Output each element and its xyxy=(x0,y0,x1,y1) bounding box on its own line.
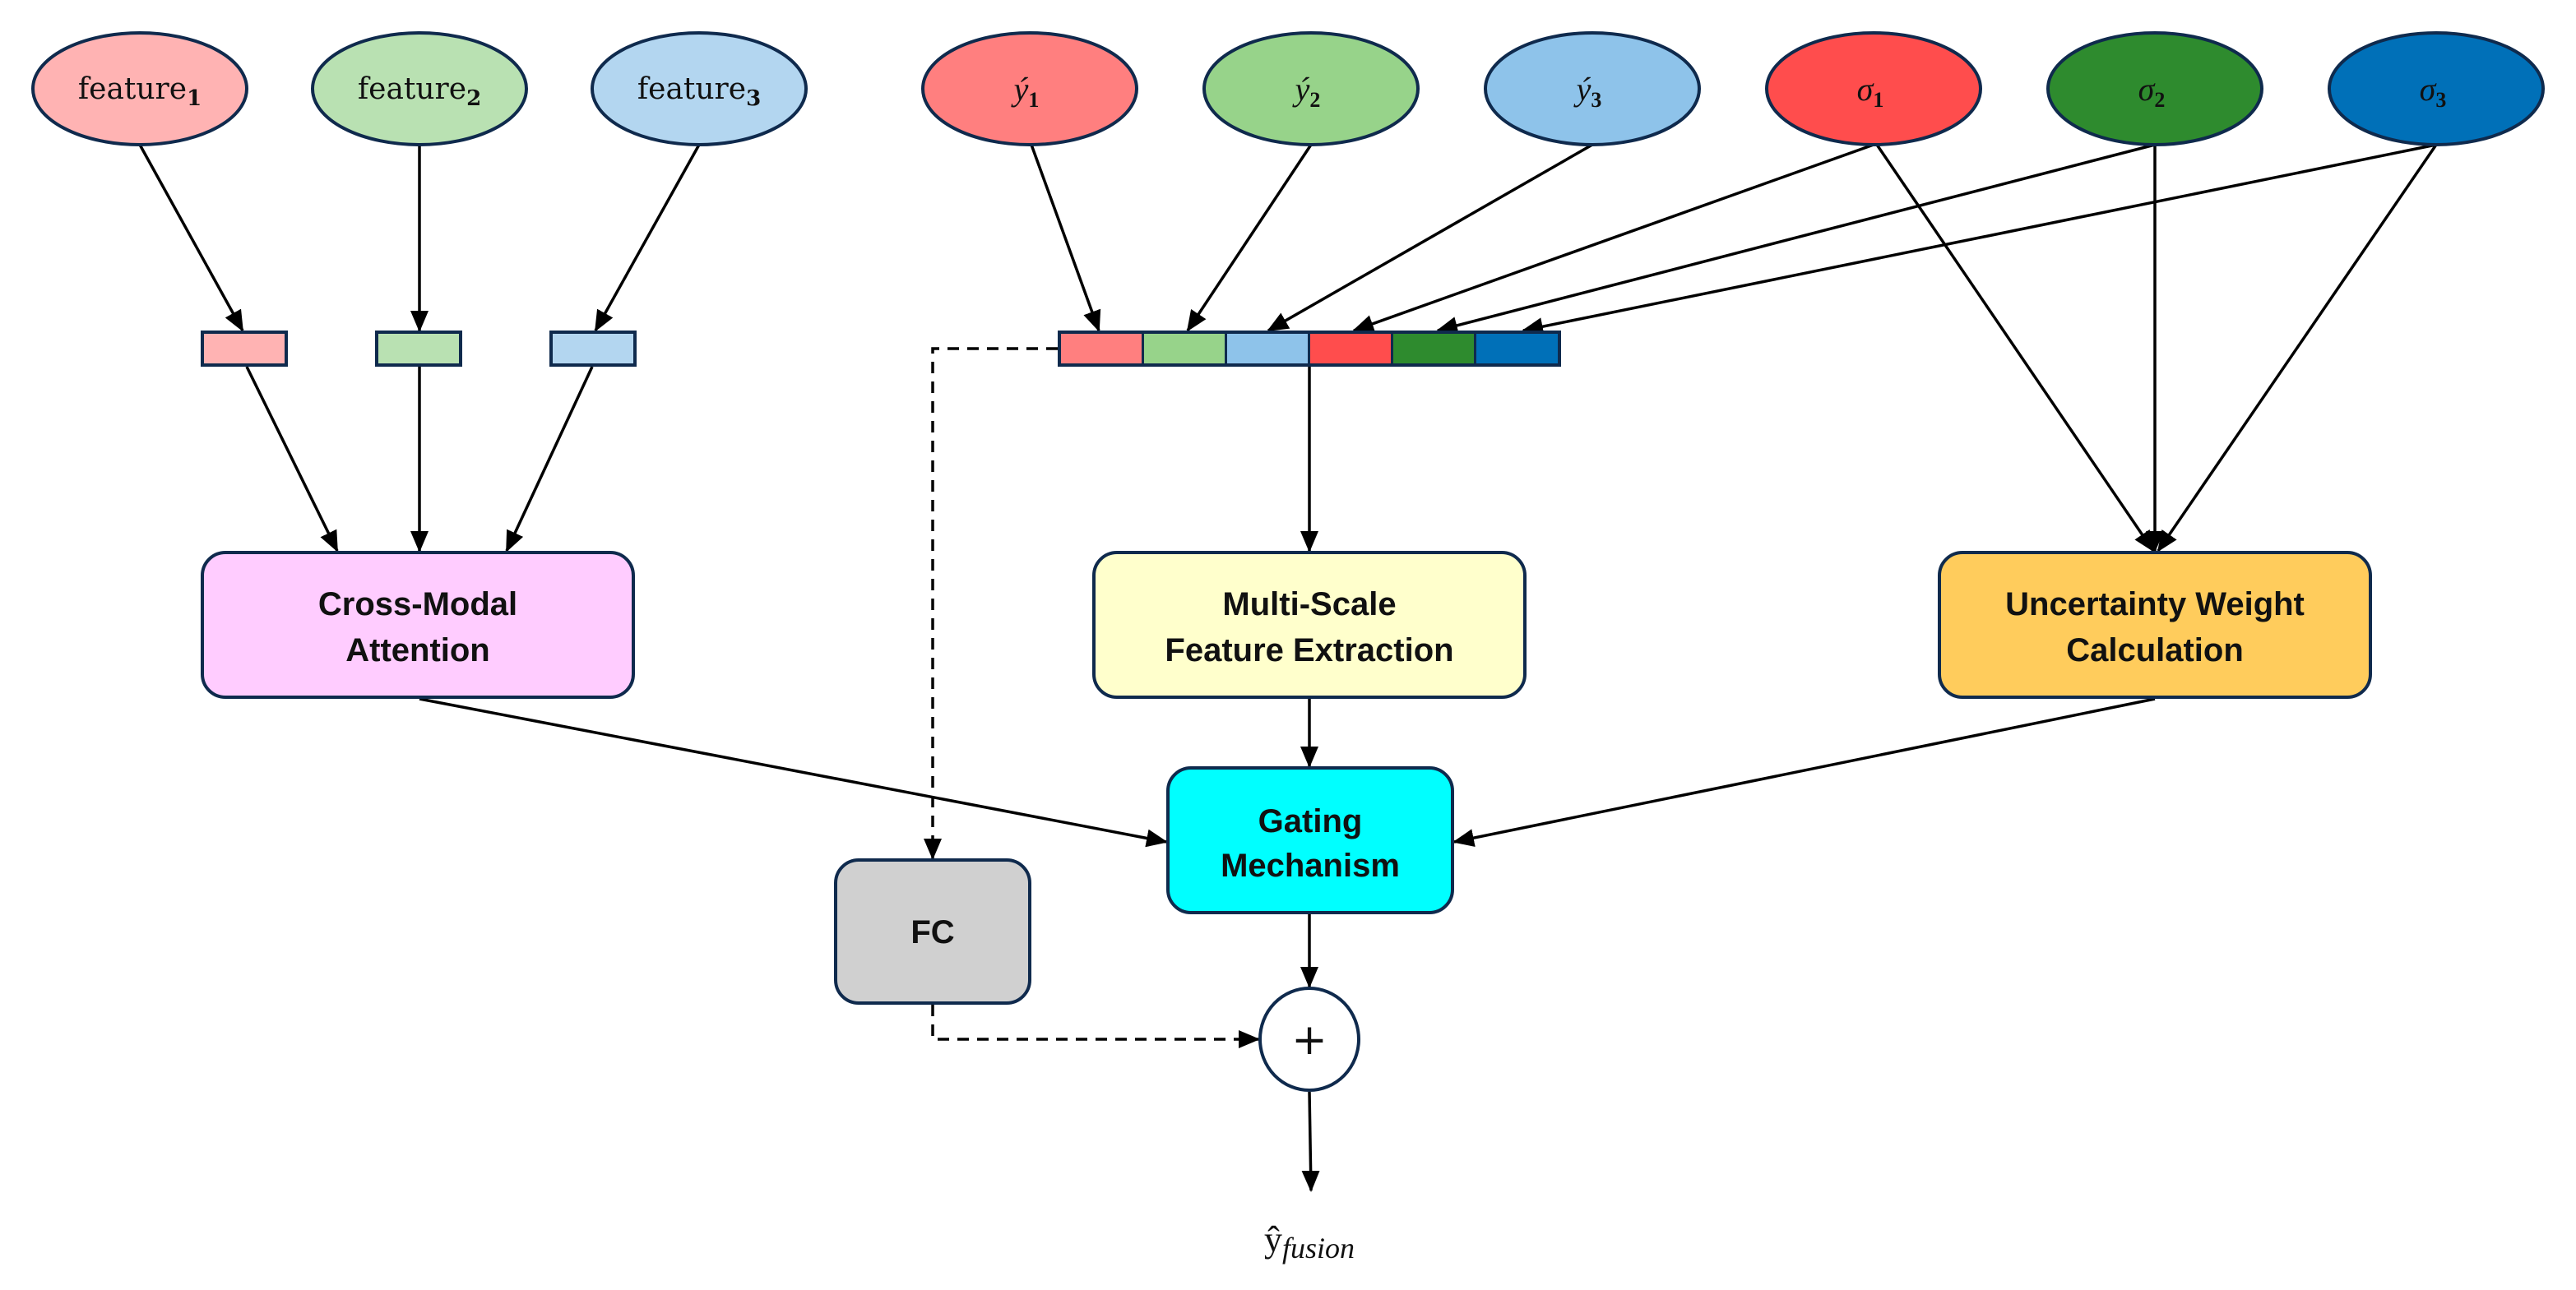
fc-label: FC xyxy=(910,914,954,950)
edge-token3-crossmodal xyxy=(505,366,594,553)
uncertainty-inputs: σ1 σ2 σ3 xyxy=(1765,31,2545,146)
edge-sum-output xyxy=(1301,1091,1320,1192)
feature-token-3 xyxy=(549,331,637,367)
gating-box xyxy=(1166,766,1454,914)
feature-inputs: feature1 feature2 feature3 xyxy=(31,31,808,146)
multi-scale-feature-module[interactable]: Multi-Scale Feature Extraction xyxy=(1092,551,1527,699)
cross-modal-line2: Attention xyxy=(345,632,490,668)
input-sigma3[interactable]: σ3 xyxy=(2328,31,2545,146)
yhat2-ellipse xyxy=(1202,31,1420,146)
feature-tokens xyxy=(201,331,637,367)
edge-sigma3-uncertainty xyxy=(2157,144,2438,553)
yhat3-label: ý3 xyxy=(1573,71,1602,112)
concat-cell-yhat1 xyxy=(1061,334,1142,363)
input-sigma1[interactable]: σ1 xyxy=(1765,31,1982,146)
feature-token-1 xyxy=(201,331,288,367)
edge-sigma1-uncertainty xyxy=(1875,144,2155,553)
sigma3-ellipse xyxy=(2328,31,2545,146)
feature1-label: feature1 xyxy=(78,72,202,111)
input-yhat1[interactable]: ý1 xyxy=(921,31,1138,146)
concat-cell-sigma2 xyxy=(1393,334,1474,363)
edge-yhat3-concat xyxy=(1267,143,1593,332)
gating-line2: Mechanism xyxy=(1221,848,1400,884)
input-yhat3[interactable]: ý3 xyxy=(1484,31,1701,146)
sum-circle xyxy=(1258,987,1360,1092)
edge-sigma3-concat xyxy=(1522,143,2437,335)
uncertainty-line2: Calculation xyxy=(2066,632,2244,668)
sigma1-ellipse xyxy=(1765,31,1982,146)
input-feature3[interactable]: feature3 xyxy=(591,31,808,146)
multi-scale-box xyxy=(1092,551,1527,699)
plus-icon: + xyxy=(1291,1015,1327,1065)
cross-modal-attention-module[interactable]: Cross-Modal Attention xyxy=(201,551,635,699)
concat-cell-yhat3 xyxy=(1227,334,1308,363)
output-label-yfusion: ŷfusion xyxy=(1264,1219,1355,1265)
prediction-inputs: ý1 ý2 ý3 xyxy=(921,31,1701,146)
concat-cell-sigma3 xyxy=(1476,334,1558,363)
input-feature1[interactable]: feature1 xyxy=(31,31,248,146)
edge-sigma2-concat xyxy=(1436,143,2156,335)
edge-fc-sum xyxy=(931,1005,1260,1048)
edge-uncertainty-gating xyxy=(1452,697,2156,847)
gating-line1: Gating xyxy=(1258,803,1363,839)
yhat1-ellipse xyxy=(921,31,1138,146)
multi-scale-line1: Multi-Scale xyxy=(1222,586,1396,622)
edge-crossmodal-gating xyxy=(419,697,1168,848)
edge-yhat1-concat xyxy=(1030,144,1101,332)
concat-cell-yhat2 xyxy=(1144,334,1225,363)
feature3-ellipse xyxy=(591,31,808,146)
concat-vector xyxy=(1058,331,1561,367)
sum-node[interactable]: + xyxy=(1258,987,1360,1092)
feature3-label: feature3 xyxy=(637,72,761,111)
edges xyxy=(138,143,2438,1192)
input-sigma2[interactable]: σ2 xyxy=(2046,31,2263,146)
concat-cell-sigma1 xyxy=(1310,334,1391,363)
uncertainty-box xyxy=(1938,551,2372,699)
cross-modal-line1: Cross-Modal xyxy=(318,586,517,622)
multi-scale-line2: Feature Extraction xyxy=(1165,632,1453,668)
uncertainty-line1: Uncertainty Weight xyxy=(2005,586,2305,622)
feature2-ellipse xyxy=(311,31,528,146)
edge-token1-crossmodal xyxy=(245,366,339,553)
yhat2-label: ý2 xyxy=(1292,71,1321,112)
sigma1-label: σ1 xyxy=(1857,71,1884,112)
edge-sigma1-concat xyxy=(1352,143,1874,333)
edge-yhat2-concat xyxy=(1186,144,1313,332)
input-feature2[interactable]: feature2 xyxy=(311,31,528,146)
sigma2-label: σ2 xyxy=(2138,71,2166,112)
gating-mechanism-module[interactable]: Gating Mechanism xyxy=(1166,766,1454,914)
edge-feature3-token3 xyxy=(594,144,701,332)
fc-module[interactable]: FC xyxy=(834,858,1031,1005)
uncertainty-weight-module[interactable]: Uncertainty Weight Calculation xyxy=(1938,551,2372,699)
input-yhat2[interactable]: ý2 xyxy=(1202,31,1420,146)
sigma2-ellipse xyxy=(2046,31,2263,146)
edge-feature1-token1 xyxy=(138,144,244,332)
feature-token-2 xyxy=(375,331,462,367)
cross-modal-box xyxy=(201,551,635,699)
sigma3-label: σ3 xyxy=(2420,71,2447,112)
yhat3-ellipse xyxy=(1484,31,1701,146)
edge-concat-fc xyxy=(924,347,1058,860)
feature1-ellipse xyxy=(31,31,248,146)
yhat1-label: ý1 xyxy=(1011,71,1040,112)
fc-box xyxy=(834,858,1031,1005)
feature2-label: feature2 xyxy=(358,72,481,111)
